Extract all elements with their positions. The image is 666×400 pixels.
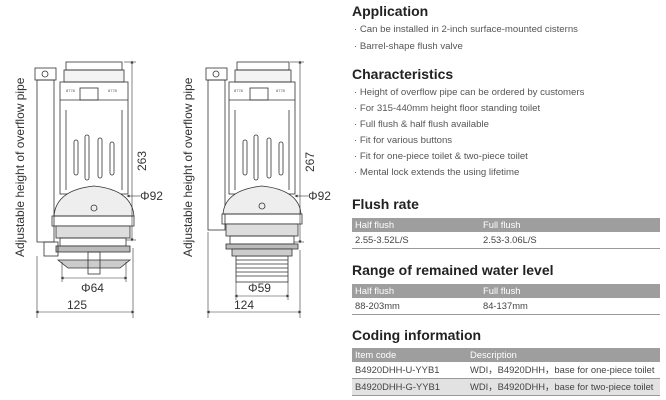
table-cell: WDI，B4920DHH，base for two-piece toilet bbox=[470, 381, 654, 392]
table-cell: B4920DHH-U-YYB1 bbox=[355, 364, 440, 375]
table-cell: 2.55-3.52L/S bbox=[355, 234, 409, 245]
table-cell: 88-203mm bbox=[355, 300, 400, 311]
table-header-cell: Half flush bbox=[355, 285, 395, 296]
right-diameter-dim: Φ92 bbox=[308, 189, 331, 203]
left-height-dim: 263 bbox=[135, 151, 149, 171]
left-width-dim: 125 bbox=[67, 298, 87, 312]
flush-rate-table: Half flush Full flush 2.55-3.52L/S 2.53-… bbox=[352, 218, 660, 249]
coding-title: Coding information bbox=[352, 327, 482, 343]
svg-text:8778: 8778 bbox=[108, 88, 118, 93]
characteristics-item: · Fit for various buttons bbox=[354, 135, 453, 146]
table-header-row: Item code Description bbox=[352, 348, 660, 362]
table-header-row: Half flush Full flush bbox=[352, 284, 660, 298]
characteristics-item: · Fit for one-piece toilet & two-piece t… bbox=[354, 151, 528, 162]
table-header-cell: Half flush bbox=[355, 219, 395, 230]
water-level-title: Range of remained water level bbox=[352, 262, 554, 278]
characteristics-item: · Full flush & half flush available bbox=[354, 119, 489, 130]
right-base-diameter-dim: Φ59 bbox=[248, 281, 271, 295]
svg-text:8778: 8778 bbox=[66, 88, 76, 93]
table-header-cell: Description bbox=[470, 349, 517, 360]
left-valve-drawing: 8778 8778 bbox=[34, 61, 135, 275]
table-row: 2.55-3.52L/S 2.53-3.06L/S bbox=[352, 232, 660, 249]
table-row: 88-203mm 84-137mm bbox=[352, 298, 660, 315]
left-base-diameter-dim: Φ64 bbox=[81, 281, 104, 295]
flush-rate-title: Flush rate bbox=[352, 196, 419, 212]
table-cell: 2.53-3.06L/S bbox=[483, 234, 537, 245]
table-header-cell: Item code bbox=[355, 349, 397, 360]
svg-text:8778: 8778 bbox=[276, 88, 286, 93]
water-level-table: Half flush Full flush 88-203mm 84-137mm bbox=[352, 284, 660, 315]
table-cell: WDI，B4920DHH，base for one-piece toilet bbox=[470, 364, 655, 375]
application-item: · Can be installed in 2-inch surface-mou… bbox=[354, 24, 578, 35]
characteristics-item: · Mental lock extends the using lifetime bbox=[354, 167, 520, 178]
characteristics-title: Characteristics bbox=[352, 66, 454, 82]
left-side-label: Adjustable height of overflow pipe bbox=[13, 77, 27, 257]
left-diameter-dim: Φ92 bbox=[140, 189, 163, 203]
table-header-cell: Full flush bbox=[483, 219, 521, 230]
technical-drawing: 8778 8778 bbox=[13, 60, 331, 318]
characteristics-item: · Height of overflow pipe can be ordered… bbox=[354, 87, 585, 98]
coding-table: Item code Description B4920DHH-U-YYB1 WD… bbox=[352, 348, 660, 396]
table-header-row: Half flush Full flush bbox=[352, 218, 660, 232]
right-valve-drawing: 8778 8778 bbox=[205, 61, 303, 283]
right-height-dim: 267 bbox=[303, 152, 317, 172]
right-width-dim: 124 bbox=[234, 298, 254, 312]
spec-panel: Application · Can be installed in 2-inch… bbox=[352, 0, 662, 400]
table-row: B4920DHH-U-YYB1 WDI，B4920DHH，base for on… bbox=[352, 362, 660, 379]
application-title: Application bbox=[352, 3, 429, 19]
application-item: · Barrel-shape flush valve bbox=[354, 41, 463, 52]
table-cell: B4920DHH-G-YYB1 bbox=[355, 381, 440, 392]
table-cell: 84-137mm bbox=[483, 300, 528, 311]
characteristics-item: · For 315-440mm height floor standing to… bbox=[354, 103, 541, 114]
svg-text:8778: 8778 bbox=[234, 88, 244, 93]
table-row: B4920DHH-G-YYB1 WDI，B4920DHH，base for tw… bbox=[352, 379, 660, 396]
table-header-cell: Full flush bbox=[483, 285, 521, 296]
right-side-label: Adjustable height of overflow pipe bbox=[181, 77, 195, 257]
